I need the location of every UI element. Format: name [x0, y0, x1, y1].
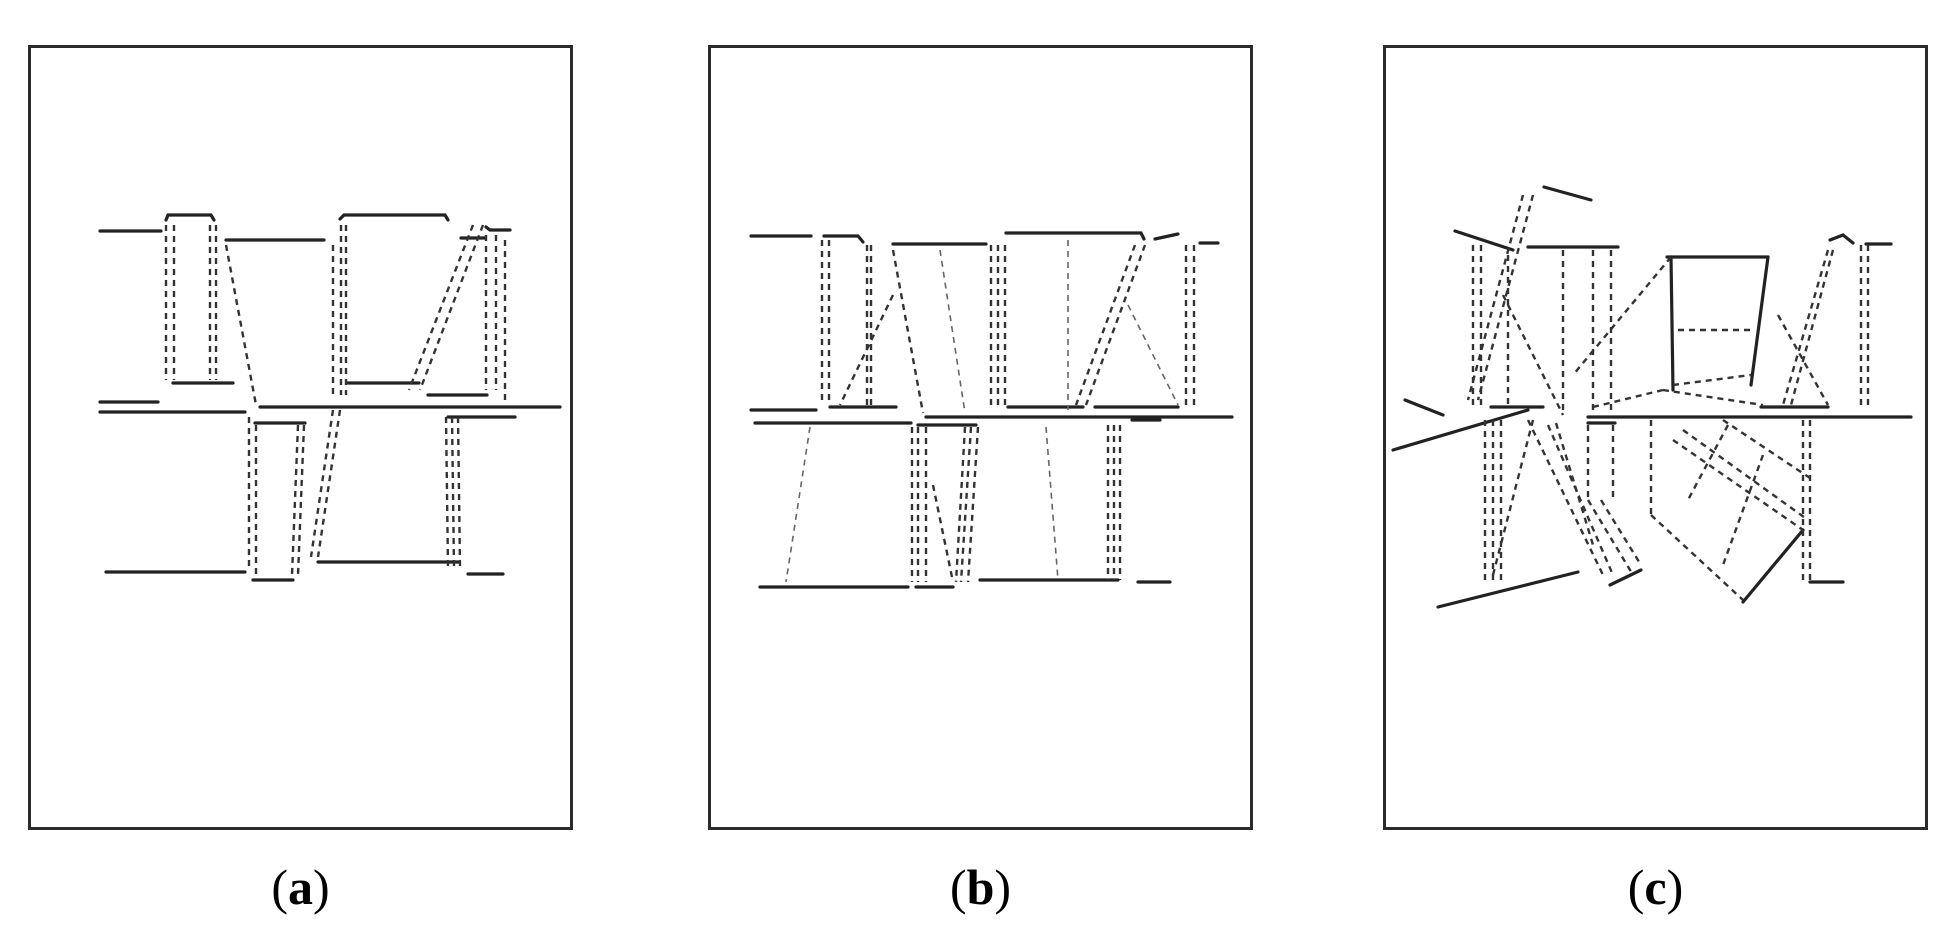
- panel-a: [28, 45, 573, 830]
- panel-a-frame: [28, 45, 573, 830]
- panel-b-frame: [708, 45, 1253, 830]
- panel-b: [708, 45, 1253, 830]
- caption-b: (b): [708, 862, 1253, 912]
- panel-b-diagram: [708, 45, 1253, 830]
- caption-a-letter: a: [288, 859, 313, 915]
- caption-b-letter: b: [966, 859, 995, 915]
- caption-c: (c): [1383, 862, 1928, 912]
- caption-a-open: (: [271, 859, 288, 915]
- caption-a: (a): [28, 862, 573, 912]
- caption-c-letter: c: [1644, 859, 1667, 915]
- panel-c-diagram: [1383, 45, 1928, 830]
- caption-b-open: (: [949, 859, 967, 915]
- caption-c-open: (: [1627, 859, 1645, 915]
- panel-c-frame: [1383, 45, 1928, 830]
- panel-c: [1383, 45, 1928, 830]
- caption-c-close: ): [1666, 859, 1684, 915]
- panel-a-diagram: [28, 45, 573, 830]
- caption-a-close: ): [313, 859, 330, 915]
- caption-b-close: ): [994, 859, 1012, 915]
